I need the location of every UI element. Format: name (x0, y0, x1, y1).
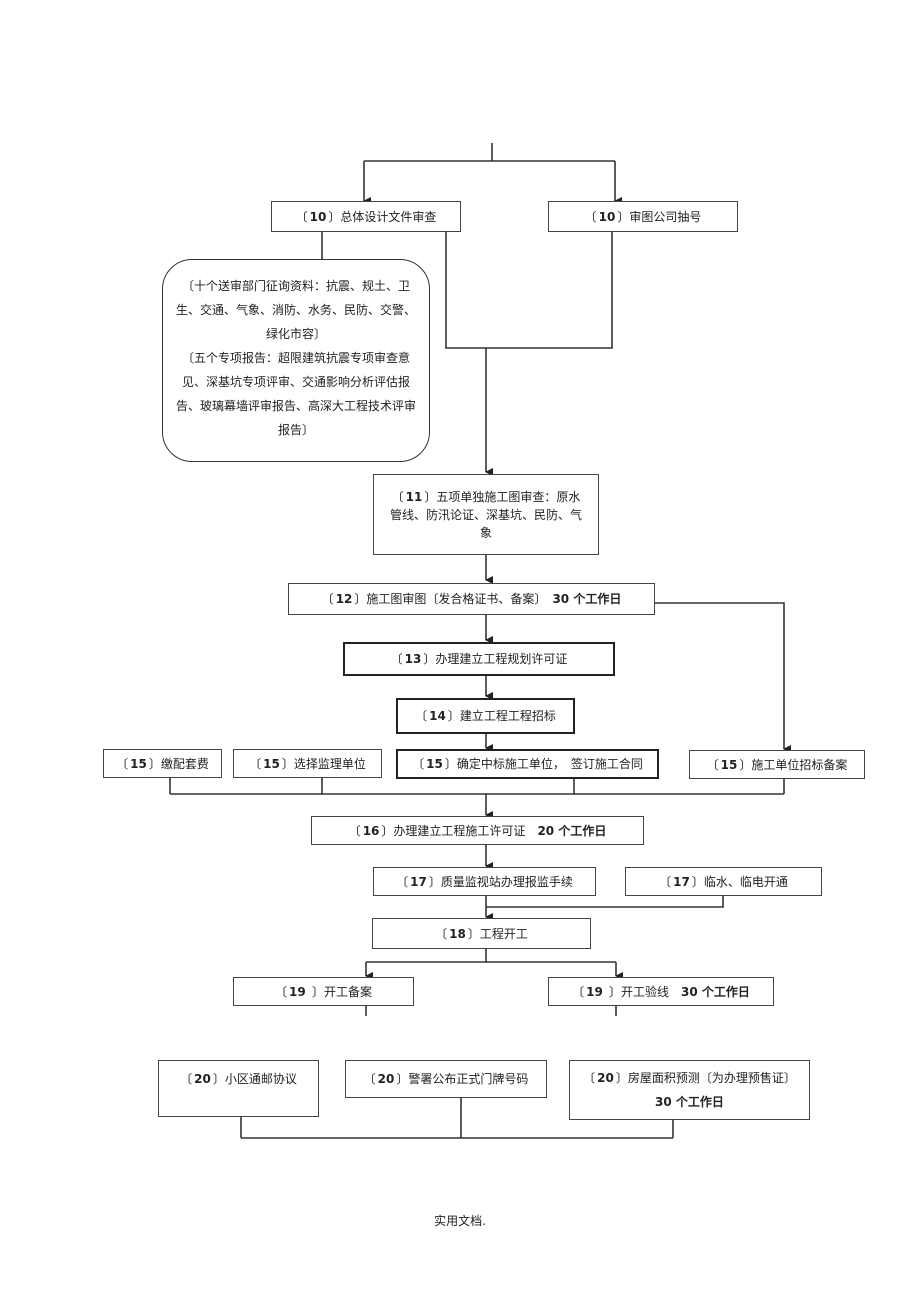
node-text: 办理建立工程施工许可证 (393, 823, 526, 838)
node-10-drawing-review-lottery: 〔10〕审图公司抽号 (548, 201, 738, 232)
node-text: 小区通邮协议 (224, 1072, 297, 1086)
node-text: 五项单独施工图审查：原水管线、防汛论证、深基坑、民防、气象 (389, 489, 582, 540)
materials-note: 〔十个送审部门征询资料：抗震、规土、卫生、交通、气象、消防、水务、民防、交警、绿… (162, 259, 430, 462)
node-tag: 19 (289, 984, 310, 999)
node-days: 30 个工作日 (681, 984, 750, 999)
node-tag: 16 (362, 823, 380, 838)
node-20-area-survey: 〔20〕房屋面积预测〔为办理预售证〕 30 个工作日 (569, 1060, 810, 1120)
page-footer: 实用文档. (434, 1214, 486, 1228)
node-text: 总体设计文件审查 (340, 209, 437, 224)
note-consultation-materials: 〔十个送审部门征询资料：抗震、规土、卫生、交通、气象、消防、水务、民防、交警、绿… (175, 279, 416, 341)
node-tag: 15 (263, 756, 280, 771)
node-text: 审图公司抽号 (629, 209, 702, 224)
node-tag: 17 (673, 874, 690, 889)
node-tag: 13 (404, 652, 422, 666)
node-tag: 10 (598, 209, 616, 224)
node-days: 30 个工作日 (552, 592, 622, 606)
node-13-planning-permit: 〔13〕办理建立工程规划许可证 (343, 642, 615, 676)
node-text: 确定中标施工单位， 签订施工合同 (456, 757, 643, 771)
node-text: 房屋面积预测〔为办理预售证〕 (627, 1071, 796, 1085)
node-tag: 14 (429, 709, 446, 723)
node-text: 建立工程工程招标 (459, 709, 556, 723)
node-text: 施工图审图〔发合格证书、备案〕 (366, 592, 541, 606)
node-tag: 20 (194, 1072, 211, 1086)
node-tag: 18 (449, 926, 466, 941)
node-tag: 11 (405, 489, 423, 504)
node-15-bidding-record: 〔15〕施工单位招标备案 (689, 750, 865, 779)
node-19-line-check: 〔19 〕开工验线 30 个工作日 (548, 977, 774, 1006)
node-15-select-supervisor: 〔15〕选择监理单位 (233, 749, 382, 778)
node-days: 30 个工作日 (655, 1095, 724, 1109)
node-text: 开工备案 (323, 984, 372, 999)
node-text: 施工单位招标备案 (751, 757, 848, 772)
node-16-construction-permit: 〔16〕办理建立工程施工许可证 20 个工作日 (311, 816, 644, 845)
node-tag: 20 (597, 1071, 614, 1085)
node-tag: 15 (130, 756, 147, 771)
node-tag: 17 (410, 874, 427, 889)
node-15-supporting-fee: 〔15〕缴配套费 (103, 749, 222, 778)
node-14-bidding: 〔14〕建立工程工程招标 (396, 698, 575, 734)
node-15-contractor-contract: 〔15〕确定中标施工单位， 签订施工合同 (396, 749, 659, 779)
node-10-design-review: 〔10〕总体设计文件审查 (271, 201, 461, 232)
node-text: 办理建立工程规划许可证 (435, 652, 568, 666)
node-text: 缴配套费 (160, 756, 209, 771)
node-17-quality-supervision: 〔17〕质量监视站办理报监手续 (373, 867, 596, 896)
note-special-reports: 〔五个专项报告：超限建筑抗震专项审查意见、深基坑专项评审、交通影响分析评估报告、… (175, 351, 416, 437)
node-12-construction-drawing-review: 〔12〕施工图审图〔发合格证书、备案〕 30 个工作日 (288, 583, 655, 615)
node-18-construction-start: 〔18〕工程开工 (372, 918, 591, 949)
node-17-temp-utilities: 〔17〕临水、临电开通 (625, 867, 822, 896)
node-11-separate-review: 〔11〕五项单独施工图审查：原水管线、防汛论证、深基坑、民防、气象 (373, 474, 599, 555)
node-text: 选择监理单位 (293, 756, 366, 771)
node-text: 开工验线 (621, 984, 670, 999)
node-tag: 10 (309, 209, 327, 224)
node-tag: 15 (426, 757, 443, 771)
node-19-start-record: 〔19 〕开工备案 (233, 977, 414, 1006)
node-tag: 15 (720, 757, 738, 772)
node-tag: 20 (377, 1072, 395, 1086)
node-tag: 19 (586, 984, 607, 999)
node-20-postal-agreement: 〔20〕小区通邮协议 (158, 1060, 319, 1117)
node-text: 临水、临电开通 (703, 874, 788, 889)
node-days: 20 个工作日 (537, 823, 607, 838)
node-tag: 12 (335, 592, 353, 606)
node-text: 警署公布正式门牌号码 (408, 1072, 529, 1086)
node-text: 工程开工 (479, 926, 528, 941)
node-text: 质量监视站办理报监手续 (440, 874, 573, 889)
node-20-house-number: 〔20〕警署公布正式门牌号码 (345, 1060, 547, 1098)
